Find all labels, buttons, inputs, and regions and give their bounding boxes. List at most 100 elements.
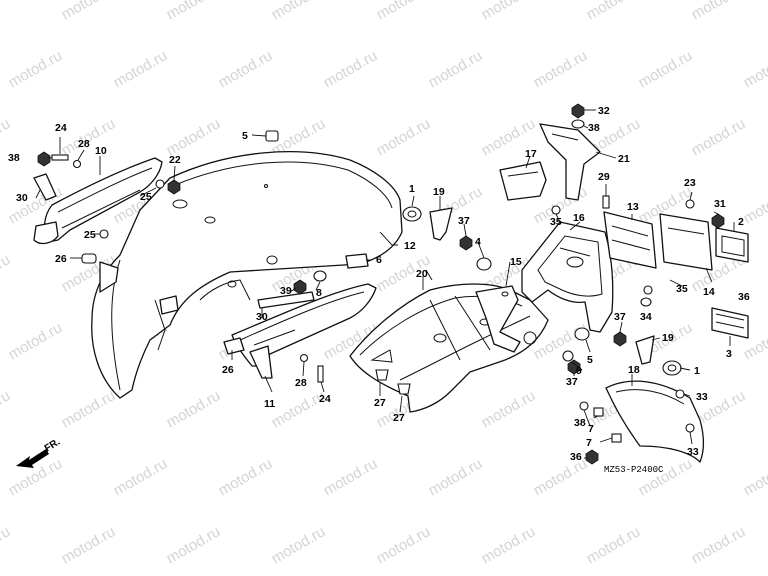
callout-c38c: 38 <box>574 417 586 429</box>
watermark-text: motod.ru <box>636 47 696 91</box>
watermark-text: motod.ru <box>164 387 224 431</box>
callout-c30a: 30 <box>16 192 28 204</box>
watermark-text: motod.ru <box>0 0 13 23</box>
callout-c30b: 30 <box>256 311 268 323</box>
upper-bracket <box>499 161 547 201</box>
callout-c3: 3 <box>726 348 732 360</box>
watermark-text: motod.ru <box>689 523 749 567</box>
callout-c17: 17 <box>525 148 537 160</box>
callout-c11: 11 <box>264 398 275 410</box>
drawing-code: MZ53-P2400C <box>604 465 664 475</box>
callout-c37c: 37 <box>566 376 578 388</box>
callout-c39: 39 <box>280 285 292 297</box>
callout-numbers: 1123455677891011121314151617181919202122… <box>8 105 750 463</box>
tail-stay <box>539 123 601 201</box>
mounting-bracket <box>475 285 537 353</box>
watermark-text: motod.ru <box>741 183 768 227</box>
callout-c32: 32 <box>598 105 610 117</box>
callout-c14: 14 <box>703 286 715 298</box>
callout-c34: 34 <box>640 311 652 323</box>
callout-c25a: 25 <box>140 191 152 203</box>
callout-c33a: 33 <box>696 391 708 403</box>
grommet-lower <box>662 360 682 376</box>
trim-strip-lower <box>257 291 315 309</box>
callout-c35a: 35 <box>550 216 562 228</box>
watermark-text: motod.ru <box>531 47 591 91</box>
watermark-text: motod.ru <box>164 115 224 159</box>
rear-fender <box>91 151 403 399</box>
callout-c19a: 19 <box>433 186 445 198</box>
watermark-text: motod.ru <box>479 523 539 567</box>
callout-c27b: 27 <box>393 412 405 424</box>
watermark-text: motod.ru <box>426 455 486 499</box>
callout-c38b: 38 <box>588 122 600 134</box>
callout-c21: 21 <box>618 153 630 165</box>
watermark-text: motod.ru <box>479 0 539 23</box>
watermark-text: motod.ru <box>689 115 749 159</box>
small-bracket-19b <box>635 335 655 365</box>
callout-c38a: 38 <box>8 152 20 164</box>
cover-plate <box>345 253 369 269</box>
callout-c19b: 19 <box>662 332 674 344</box>
callout-c9: 9 <box>576 365 582 377</box>
callout-c22: 22 <box>169 154 181 166</box>
watermark-text: motod.ru <box>374 0 434 23</box>
watermark-text: motod.ru <box>59 523 119 567</box>
watermark-text: motod.ru <box>111 455 171 499</box>
leader-lines <box>35 109 735 459</box>
watermark-text: motod.ru <box>636 455 696 499</box>
watermark-text: motod.ru <box>741 455 768 499</box>
watermark-text: motod.ru <box>0 387 13 431</box>
watermark-text: motod.ru <box>374 115 434 159</box>
watermark-text: motod.ru <box>426 47 486 91</box>
callout-c33b: 33 <box>687 446 699 458</box>
callout-c15: 15 <box>510 256 522 268</box>
hardware-items <box>33 103 725 465</box>
callout-c5b: 5 <box>587 354 593 366</box>
callout-c35b: 35 <box>676 283 688 295</box>
watermark-text: motod.ru <box>59 387 119 431</box>
callout-c1b: 1 <box>694 365 700 377</box>
callout-c10: 10 <box>95 145 107 157</box>
watermark-text: motod.ru <box>321 47 381 91</box>
watermark-text: motod.ru <box>374 523 434 567</box>
callout-c1a: 1 <box>409 183 415 195</box>
watermark-text: motod.ru <box>6 319 66 363</box>
callout-c23: 23 <box>684 177 696 189</box>
callout-c20: 20 <box>416 268 428 280</box>
watermark-text: motod.ru <box>479 387 539 431</box>
callout-c5a: 5 <box>242 130 248 142</box>
watermark-text: motod.ru <box>584 523 644 567</box>
callout-c31: 31 <box>714 198 726 210</box>
callout-c24b: 24 <box>319 393 331 405</box>
callout-c28b: 28 <box>295 377 307 389</box>
watermark-text: motod.ru <box>59 0 119 23</box>
watermark-text: motod.ru <box>164 523 224 567</box>
reflector <box>711 307 749 339</box>
callout-c26a: 26 <box>55 253 67 265</box>
callout-c27a: 27 <box>374 397 386 409</box>
callout-c7a: 7 <box>588 423 594 435</box>
callout-c36b: 36 <box>738 291 750 303</box>
callout-c13: 13 <box>627 201 639 213</box>
watermark-text: motod.ru <box>689 0 749 23</box>
watermark-text: motod.ru <box>216 455 276 499</box>
watermark-text: motod.ru <box>0 523 13 567</box>
callout-c36a: 36 <box>570 451 582 463</box>
watermark-text: motod.ru <box>321 455 381 499</box>
grommet-upper <box>402 206 422 222</box>
license-light-assembly <box>603 211 749 271</box>
watermark-text: motod.ru <box>164 0 224 23</box>
front-direction-arrow-icon <box>16 449 49 468</box>
watermark-text: motod.ru <box>0 251 13 295</box>
callout-c4: 4 <box>475 236 481 248</box>
callout-c2: 2 <box>738 216 744 228</box>
watermark-text: motod.ru <box>6 47 66 91</box>
callout-c24a: 24 <box>55 122 67 134</box>
callout-c37b: 37 <box>614 311 626 323</box>
watermark-text: motod.ru <box>269 523 329 567</box>
callout-c25b: 25 <box>84 229 96 241</box>
watermark-text: motod.ru <box>741 47 768 91</box>
